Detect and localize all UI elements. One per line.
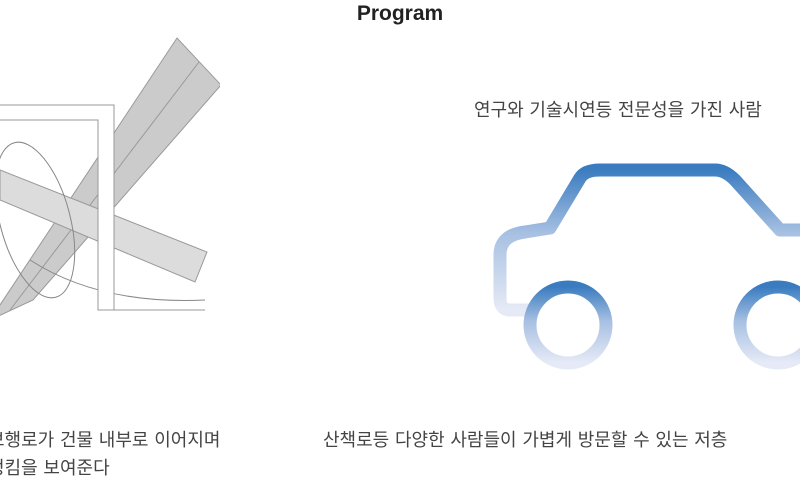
page-title: Program [356, 2, 444, 25]
walkway-diagram [0, 37, 220, 316]
left-caption-line-1: 보행로가 건물 내부로 이어지며 [0, 430, 221, 451]
right-top-caption: 연구와 기술시연등 전문성을 가진 사람 [474, 100, 762, 121]
car-icon [493, 163, 800, 370]
right-bottom-caption: 산책로등 다양한 사람들이 가볍게 방문할 수 있는 저층 [323, 430, 728, 451]
left-caption-line-2: 정킴을 보여준다 [0, 458, 110, 479]
